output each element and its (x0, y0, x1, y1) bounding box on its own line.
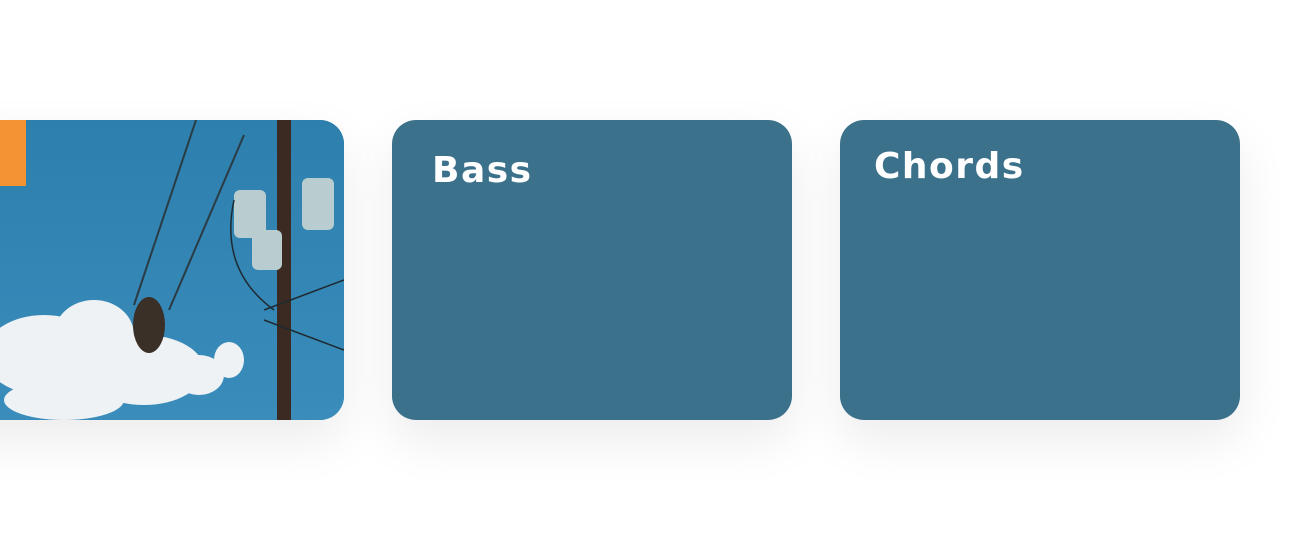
bass-card[interactable]: Bass (392, 120, 792, 420)
card-title: Bass (432, 150, 533, 191)
utility-pole (277, 120, 291, 420)
chords-card[interactable]: Chords (840, 120, 1240, 420)
swing-image (0, 120, 344, 420)
card-title: Chords (874, 146, 1025, 187)
swinging-person (133, 297, 165, 353)
accent-tag (0, 120, 26, 186)
cloud (0, 300, 244, 420)
image-card[interactable] (0, 120, 344, 420)
